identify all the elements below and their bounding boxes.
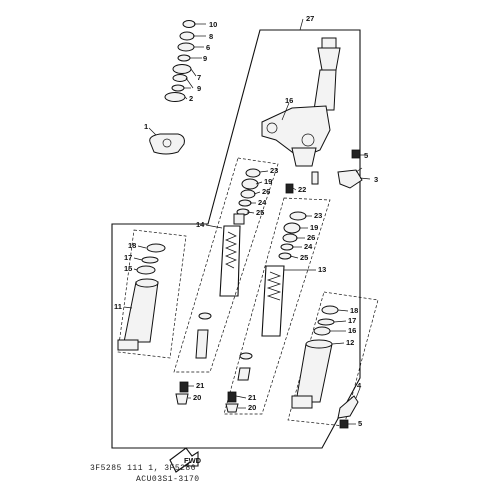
callout-18-left: 18 — [128, 241, 136, 250]
fwd-arrow: FWD — [169, 447, 202, 473]
callout-1: 1 — [144, 122, 148, 131]
callout-25-left: 25 — [256, 208, 264, 217]
bracket-3 — [285, 149, 371, 194]
callout-16-right: 16 — [348, 326, 356, 335]
leader-lines — [123, 18, 363, 409]
steering-stem — [261, 37, 341, 167]
callout-21-right: 21 — [248, 393, 256, 402]
callout-19-left: 19 — [264, 177, 272, 186]
callout-13: 13 — [318, 265, 326, 274]
footer-code-upper: 3F5285 111 1, 3F5280 — [90, 464, 196, 473]
callout-17-left: 17 — [124, 253, 132, 262]
callout-14: 14 — [196, 220, 205, 229]
callout-24-left: 24 — [258, 198, 267, 207]
left-inner-tube-box — [173, 157, 279, 373]
callout-20-left: 20 — [193, 393, 201, 402]
fwd-label: FWD — [184, 456, 202, 465]
callout-23-right: 23 — [314, 211, 322, 220]
left-outer-tube — [117, 243, 166, 351]
callout-numbers: 27 10 8 6 9 7 9 2 1 16 5 3 22 23 19 26 2… — [114, 14, 378, 428]
callout-8: 8 — [209, 32, 213, 41]
steering-plate — [149, 133, 185, 155]
left-fork-inner — [175, 168, 261, 405]
callout-25-right: 25 — [300, 253, 308, 262]
callout-23-left: 23 — [270, 166, 278, 175]
callout-6: 6 — [206, 43, 210, 52]
right-fork-inner — [225, 211, 307, 413]
callout-27: 27 — [306, 14, 314, 23]
callout-2: 2 — [189, 94, 193, 103]
right-outer-tube — [291, 305, 339, 409]
callout-12: 12 — [346, 338, 354, 347]
callout-5-lower: 5 — [358, 419, 362, 428]
callout-16: 16 — [285, 96, 293, 105]
callout-19-right: 19 — [310, 223, 318, 232]
callout-7: 7 — [197, 73, 201, 82]
callout-15-left: 15 — [124, 264, 132, 273]
callout-10: 10 — [209, 20, 217, 29]
callout-9: 9 — [203, 54, 207, 63]
right-inner-tube-box — [223, 197, 331, 415]
washer-stack — [164, 20, 206, 102]
callout-11: 11 — [114, 302, 122, 311]
assembly-boundary — [111, 29, 361, 449]
callout-26-right: 26 — [307, 233, 315, 242]
callout-17-right: 17 — [348, 316, 356, 325]
callout-9-lower: 9 — [197, 84, 201, 93]
callout-21-left: 21 — [196, 381, 204, 390]
callout-3: 3 — [374, 175, 378, 184]
callout-5: 5 — [364, 151, 368, 160]
callout-18-right: 18 — [350, 306, 358, 315]
footer-code-lower: ACU03S1-3170 — [136, 475, 200, 484]
callout-20-right: 20 — [248, 403, 256, 412]
callout-22: 22 — [298, 185, 306, 194]
bracket-4 — [337, 387, 361, 429]
callout-24-right: 24 — [304, 242, 313, 251]
left-outer-tube-box — [117, 229, 187, 359]
callout-26-left: 26 — [262, 187, 270, 196]
callout-4: 4 — [357, 381, 362, 390]
